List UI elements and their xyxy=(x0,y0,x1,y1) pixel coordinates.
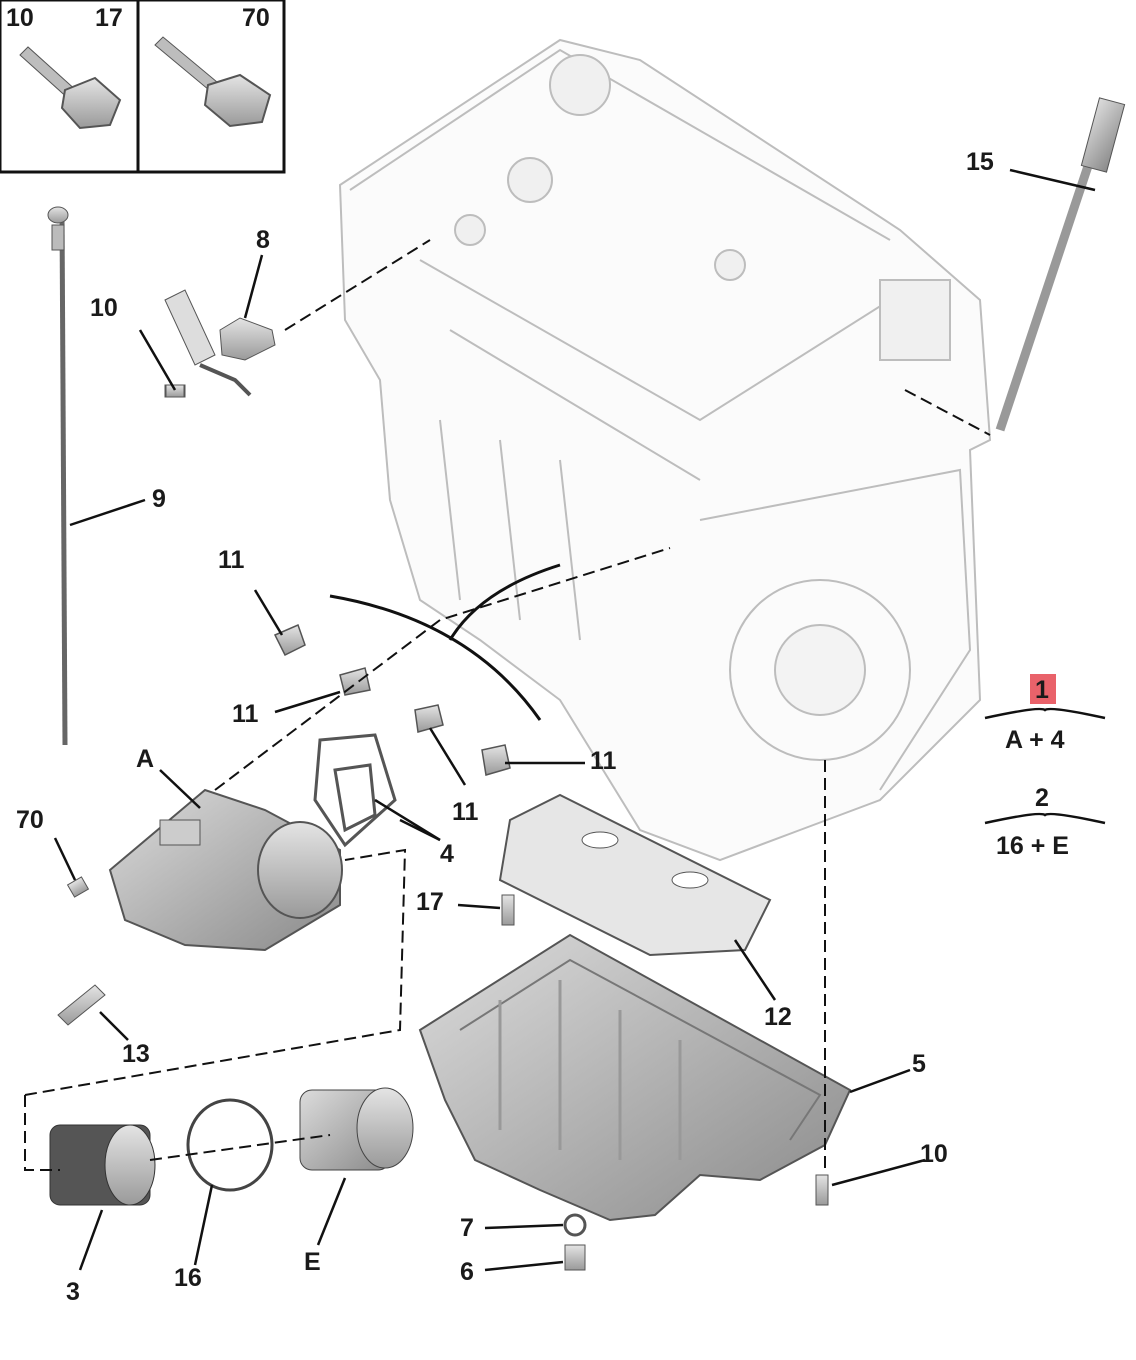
inset-screw-box-10-17 xyxy=(0,0,140,174)
callout-10-bracket: 10 xyxy=(90,294,118,322)
gasket-parts-4 xyxy=(313,733,397,848)
filter-cap-part-E xyxy=(299,1087,414,1171)
callout-70: 70 xyxy=(16,806,44,834)
legend-highlight xyxy=(1030,674,1056,704)
filter-element-part-3 xyxy=(49,1124,156,1206)
oil-sump-part-5 xyxy=(418,933,852,1222)
sump-gasket-part-12 xyxy=(498,793,772,957)
drain-plug-part-6 xyxy=(564,1244,586,1271)
legend-1-bottom: A + 4 xyxy=(1005,726,1065,754)
legend-2-top: 2 xyxy=(1035,784,1049,812)
callout-E: E xyxy=(304,1248,321,1276)
callout-11-d: 11 xyxy=(590,747,617,775)
callout-6: 6 xyxy=(460,1258,474,1286)
callout-16: 16 xyxy=(174,1264,202,1292)
inset-label-70: 70 xyxy=(242,4,270,32)
crank-curve-line-2 xyxy=(448,563,561,641)
screw-parts xyxy=(66,384,829,1206)
clip-parts-11 xyxy=(273,623,511,776)
dipstick-tube-part-15 xyxy=(995,97,1126,432)
callout-4: 4 xyxy=(440,840,454,868)
callout-3: 3 xyxy=(66,1278,80,1306)
inset-screw-box-70 xyxy=(136,0,286,174)
callout-A: A xyxy=(136,745,155,773)
callout-5: 5 xyxy=(912,1050,926,1078)
inset-label-17: 17 xyxy=(95,4,123,32)
callout-leader-lines xyxy=(53,168,1096,1272)
legend-fraction-lines xyxy=(984,707,1106,825)
washer-part-7 xyxy=(563,1213,587,1237)
o-ring-part-16 xyxy=(186,1098,274,1192)
callout-11-c: 11 xyxy=(452,798,479,826)
callout-7: 7 xyxy=(460,1214,474,1242)
callout-10-sump: 10 xyxy=(920,1140,948,1168)
legend-1-top: 1 xyxy=(1035,676,1049,704)
callout-17: 17 xyxy=(416,888,444,916)
sensor-part-13 xyxy=(57,984,106,1026)
callout-13: 13 xyxy=(122,1040,150,1068)
inset-label-10: 10 xyxy=(6,4,34,32)
bracket-part-8 xyxy=(164,289,276,398)
callout-9: 9 xyxy=(152,485,166,513)
crank-curve-line xyxy=(329,594,542,721)
legend-2-bottom: 16 + E xyxy=(996,832,1069,860)
assembly-dashed-lines xyxy=(24,239,991,1171)
callout-8: 8 xyxy=(256,226,270,254)
dipstick-part-9 xyxy=(47,206,69,746)
callout-11-b: 11 xyxy=(232,700,259,728)
engine-block-illustration xyxy=(338,38,992,862)
oil-filter-housing-part-A xyxy=(108,788,343,952)
callout-12: 12 xyxy=(764,1003,792,1031)
callout-11-a: 11 xyxy=(218,546,245,574)
callout-15: 15 xyxy=(966,148,994,176)
